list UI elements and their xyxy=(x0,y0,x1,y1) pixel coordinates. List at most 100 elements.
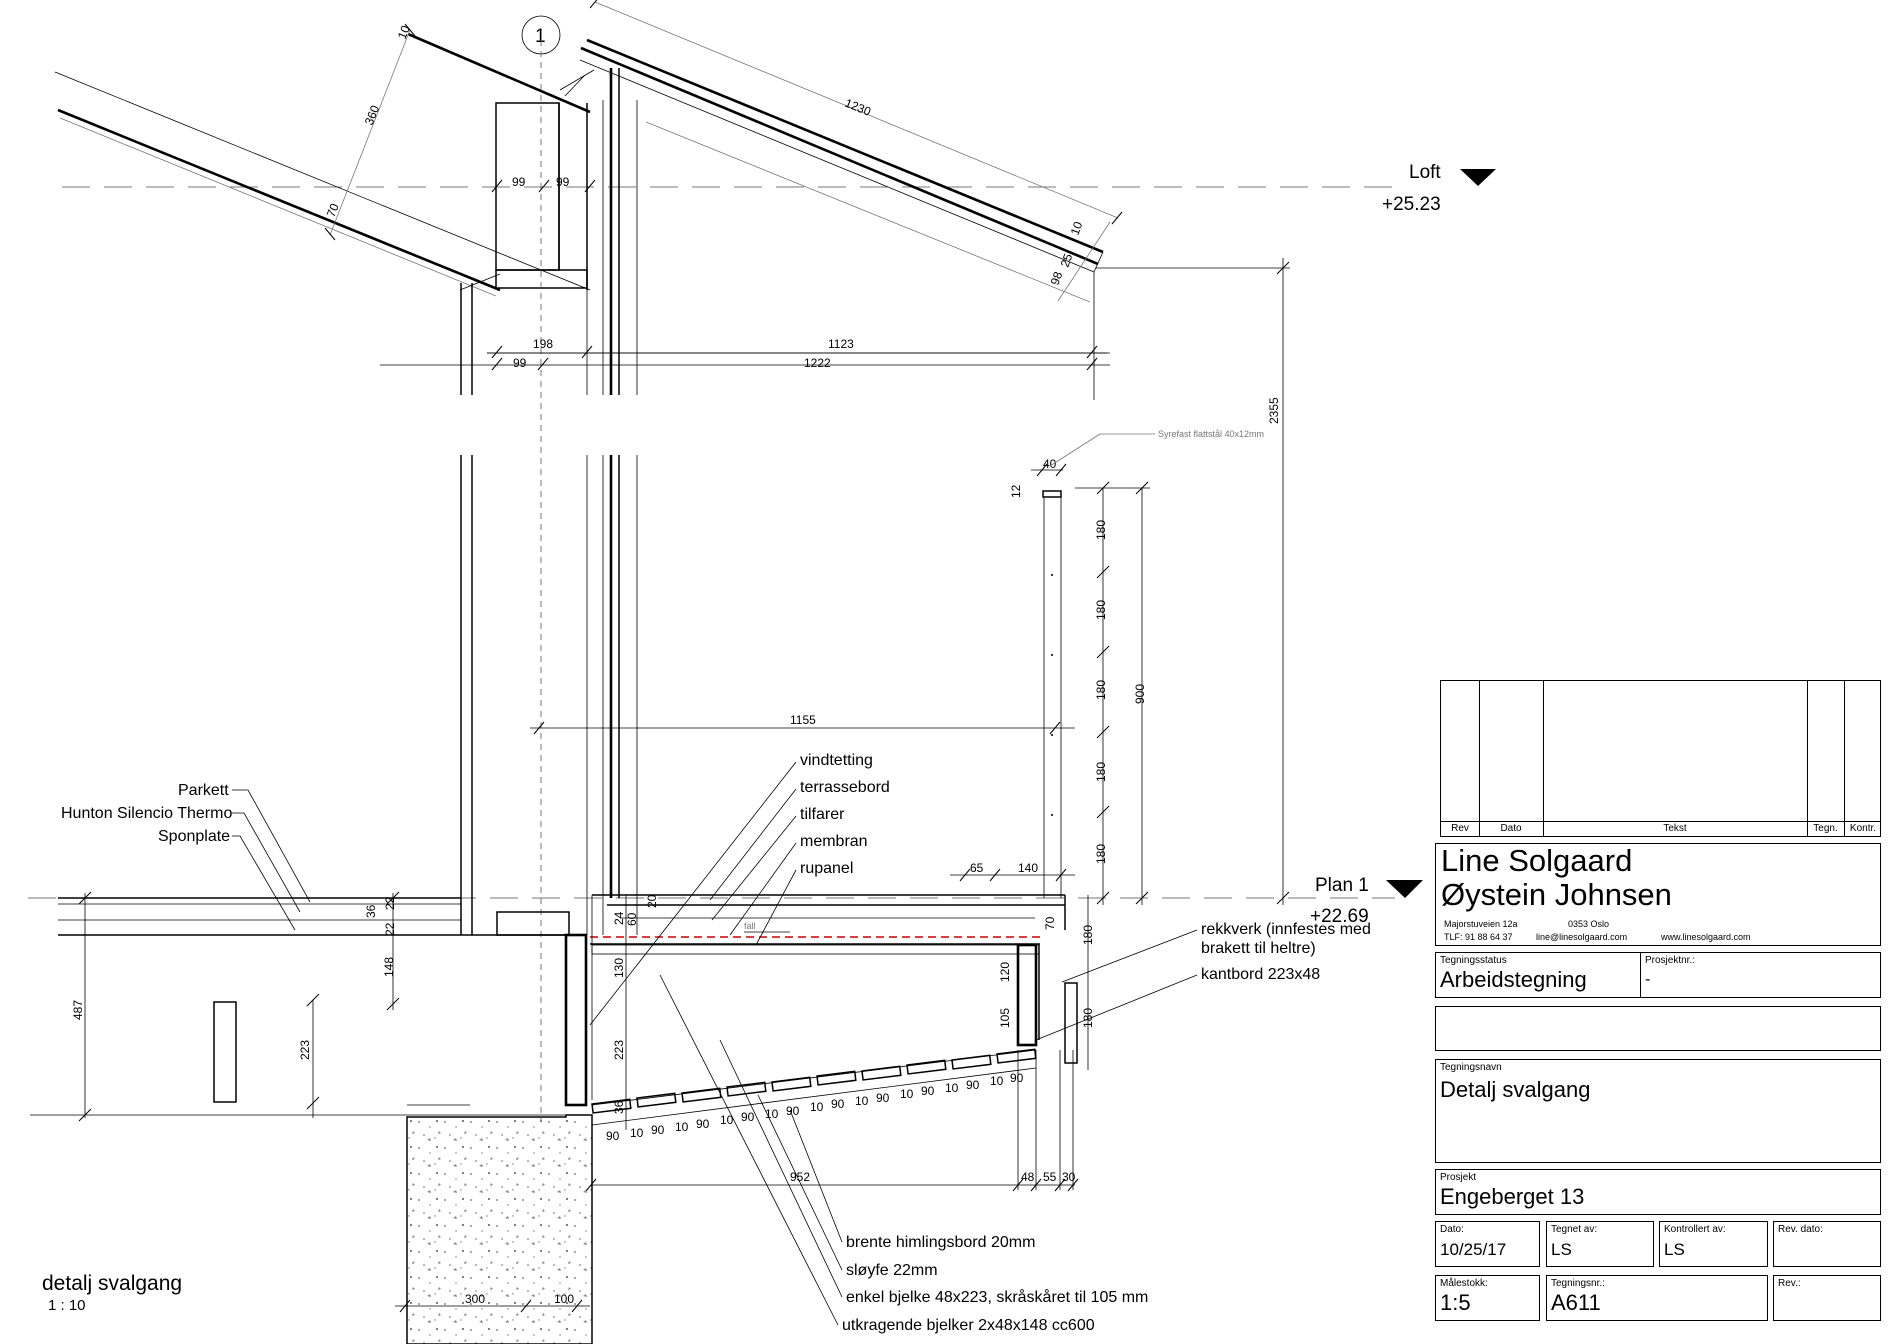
dim-22-a: 22 xyxy=(383,896,397,910)
dim-487: 487 xyxy=(71,1000,85,1020)
spacing-10: 10 xyxy=(720,1113,734,1127)
spacing-90: 90 xyxy=(876,1091,890,1105)
firm-phone: TLF: 91 88 64 37 xyxy=(1444,932,1513,942)
dim-24: 24 xyxy=(612,911,626,925)
floor-structure: fall xyxy=(30,894,1078,1126)
label-hunton: Hunton Silencio Thermo xyxy=(61,805,232,822)
dim-22-b: 22 xyxy=(383,922,397,936)
labels-floor-layers: Parkett Hunton Silencio Thermo Sponplate xyxy=(61,782,311,931)
level-loft-height: +25.23 xyxy=(1382,194,1441,215)
drawn-by-box: Tegnet av: LS xyxy=(1546,1221,1654,1267)
rev-box: Rev.: xyxy=(1773,1275,1881,1321)
dim-180-4: 180 xyxy=(1094,762,1108,782)
rev-header-date: Dato xyxy=(1500,823,1522,834)
firm-name-1: Line Solgaard xyxy=(1441,843,1633,878)
firm-web: www.linesolgaard.com xyxy=(1661,932,1751,942)
railing-post: 40 12 Syrefast flattstål 40x12mm xyxy=(1009,429,1264,898)
wall-section: 99 99 xyxy=(380,40,1110,1120)
dim-1222: 1222 xyxy=(804,356,831,370)
roof-left: 360 70 10 xyxy=(54,23,591,297)
checked-by-box: Kontrollert av: LS xyxy=(1659,1221,1768,1267)
drawn-by-value: LS xyxy=(1551,1240,1572,1259)
spacing-10: 10 xyxy=(945,1081,959,1095)
dims-floor: 487 36 22 22 148 223 xyxy=(71,891,400,1122)
rev-label: Rev.: xyxy=(1778,1278,1801,1289)
checked-by-value: LS xyxy=(1664,1240,1685,1259)
dim-99: 99 xyxy=(513,356,527,370)
level-plan-name: Plan 1 xyxy=(1315,875,1369,896)
dim-30: 30 xyxy=(1062,1170,1076,1184)
date-value: 10/25/17 xyxy=(1440,1240,1507,1259)
steel-note: Syrefast flattstål 40x12mm xyxy=(1158,429,1264,439)
dim-2355: 2355 xyxy=(1267,397,1281,424)
foundation: 300 100 xyxy=(395,1104,593,1344)
spacing-10: 10 xyxy=(675,1120,689,1134)
level-lines xyxy=(28,186,1395,899)
drawing-no-label: Tegningsnr.: xyxy=(1551,1278,1605,1289)
fall-label: fall xyxy=(744,921,756,931)
dim-48: 48 xyxy=(1021,1170,1035,1184)
project-no-box: Prosjektnr.: - xyxy=(1640,952,1881,998)
label-railing: rekkverk (innfestes med xyxy=(1201,921,1371,938)
label-sponplate: Sponplate xyxy=(158,828,230,845)
dim-180-1: 180 xyxy=(1094,520,1108,540)
dim-180-3: 180 xyxy=(1094,680,1108,700)
label-soffit: brente himlingsbord 20mm xyxy=(846,1234,1035,1251)
label-edge-board: kantbord 223x48 xyxy=(1201,966,1320,983)
spacing-90: 90 xyxy=(741,1110,755,1124)
label-terrassebord: terrassebord xyxy=(800,779,890,796)
dims-soffit-spacing: 90 10 90 10 90 10 90 10 90 10 90 10 90 1… xyxy=(606,1071,1024,1143)
spacing-90: 90 xyxy=(966,1078,980,1092)
level-loft-name: Loft xyxy=(1409,162,1441,183)
scale-box: Målestokk: 1:5 xyxy=(1435,1275,1540,1321)
dim-148: 148 xyxy=(382,957,396,977)
rev-header-checked: Kontr. xyxy=(1849,823,1877,834)
rev-date-box: Rev. dato: xyxy=(1773,1221,1881,1267)
dim-10: 10 xyxy=(1068,219,1086,237)
date-box: Dato: 10/25/17 xyxy=(1435,1221,1540,1267)
scale-value: 1:5 xyxy=(1440,1290,1471,1315)
label-rupanel: rupanel xyxy=(800,860,853,877)
dim-1123: 1123 xyxy=(828,337,854,351)
drawing-name-box: Tegningsnavn Detalj svalgang xyxy=(1435,1059,1881,1163)
spacing-90: 90 xyxy=(696,1117,710,1131)
project-no-label: Prosjektnr.: xyxy=(1645,955,1696,966)
rev-date-label: Rev. dato: xyxy=(1778,1224,1823,1235)
dim-952: 952 xyxy=(790,1170,810,1184)
labels-terrace: vindtetting terrassebord tilfarer membra… xyxy=(589,752,890,1026)
rev-header-drawn: Tegn. xyxy=(1813,823,1838,834)
label-tilfarer: tilfarer xyxy=(800,806,845,823)
label-joist: enkel bjelke 48x223, skråskåret til 105 … xyxy=(846,1288,1148,1306)
drawing-no-box: Tegningsnr.: A611 xyxy=(1546,1275,1768,1321)
drawn-by-label: Tegnet av: xyxy=(1551,1224,1598,1235)
status-label: Tegningsstatus xyxy=(1440,955,1507,966)
spacing-90: 90 xyxy=(831,1097,845,1111)
dim-98: 98 xyxy=(1048,269,1066,287)
dim-900: 900 xyxy=(1133,684,1147,704)
dim-vertical-2355: 2355 xyxy=(1093,258,1290,905)
status-value: Arbeidstegning xyxy=(1440,967,1587,992)
date-label: Dato: xyxy=(1440,1224,1464,1235)
level-plan-height: +22.69 xyxy=(1310,906,1369,927)
roof-right: 1230 10 25 98 xyxy=(559,0,1123,303)
dim-130: 130 xyxy=(612,958,626,978)
dims-horizontal-upper: 198 1123 99 1222 xyxy=(487,337,1107,371)
spacing-10: 10 xyxy=(630,1126,644,1140)
revision-table: Rev Dato Tekst Tegn. Kontr. xyxy=(1440,680,1881,837)
firm-city: 0353 Oslo xyxy=(1568,919,1610,929)
label-cantilever: utkragende bjelker 2x48x148 cc600 xyxy=(842,1317,1095,1334)
dim-105: 105 xyxy=(998,1008,1012,1028)
labels-bottom: brente himlingsbord 20mm sløyfe 22mm enk… xyxy=(659,974,1148,1334)
label-batten: sløyfe 22mm xyxy=(846,1262,938,1279)
spacing-90: 90 xyxy=(786,1104,800,1118)
firm-email: line@linesolgaard.com xyxy=(1536,932,1628,942)
dim-1230: 1230 xyxy=(843,96,873,119)
spacing-10: 10 xyxy=(855,1094,869,1108)
rev-header-rev: Rev xyxy=(1451,823,1469,834)
scale-label: Målestokk: xyxy=(1440,1278,1488,1289)
labels-right: rekkverk (innfestes med brakett til helt… xyxy=(1035,921,1371,1041)
project-value: Engeberget 13 xyxy=(1440,1184,1585,1209)
project-box: Prosjekt Engeberget 13 xyxy=(1435,1169,1881,1215)
dim-300: 300 xyxy=(465,1292,485,1306)
